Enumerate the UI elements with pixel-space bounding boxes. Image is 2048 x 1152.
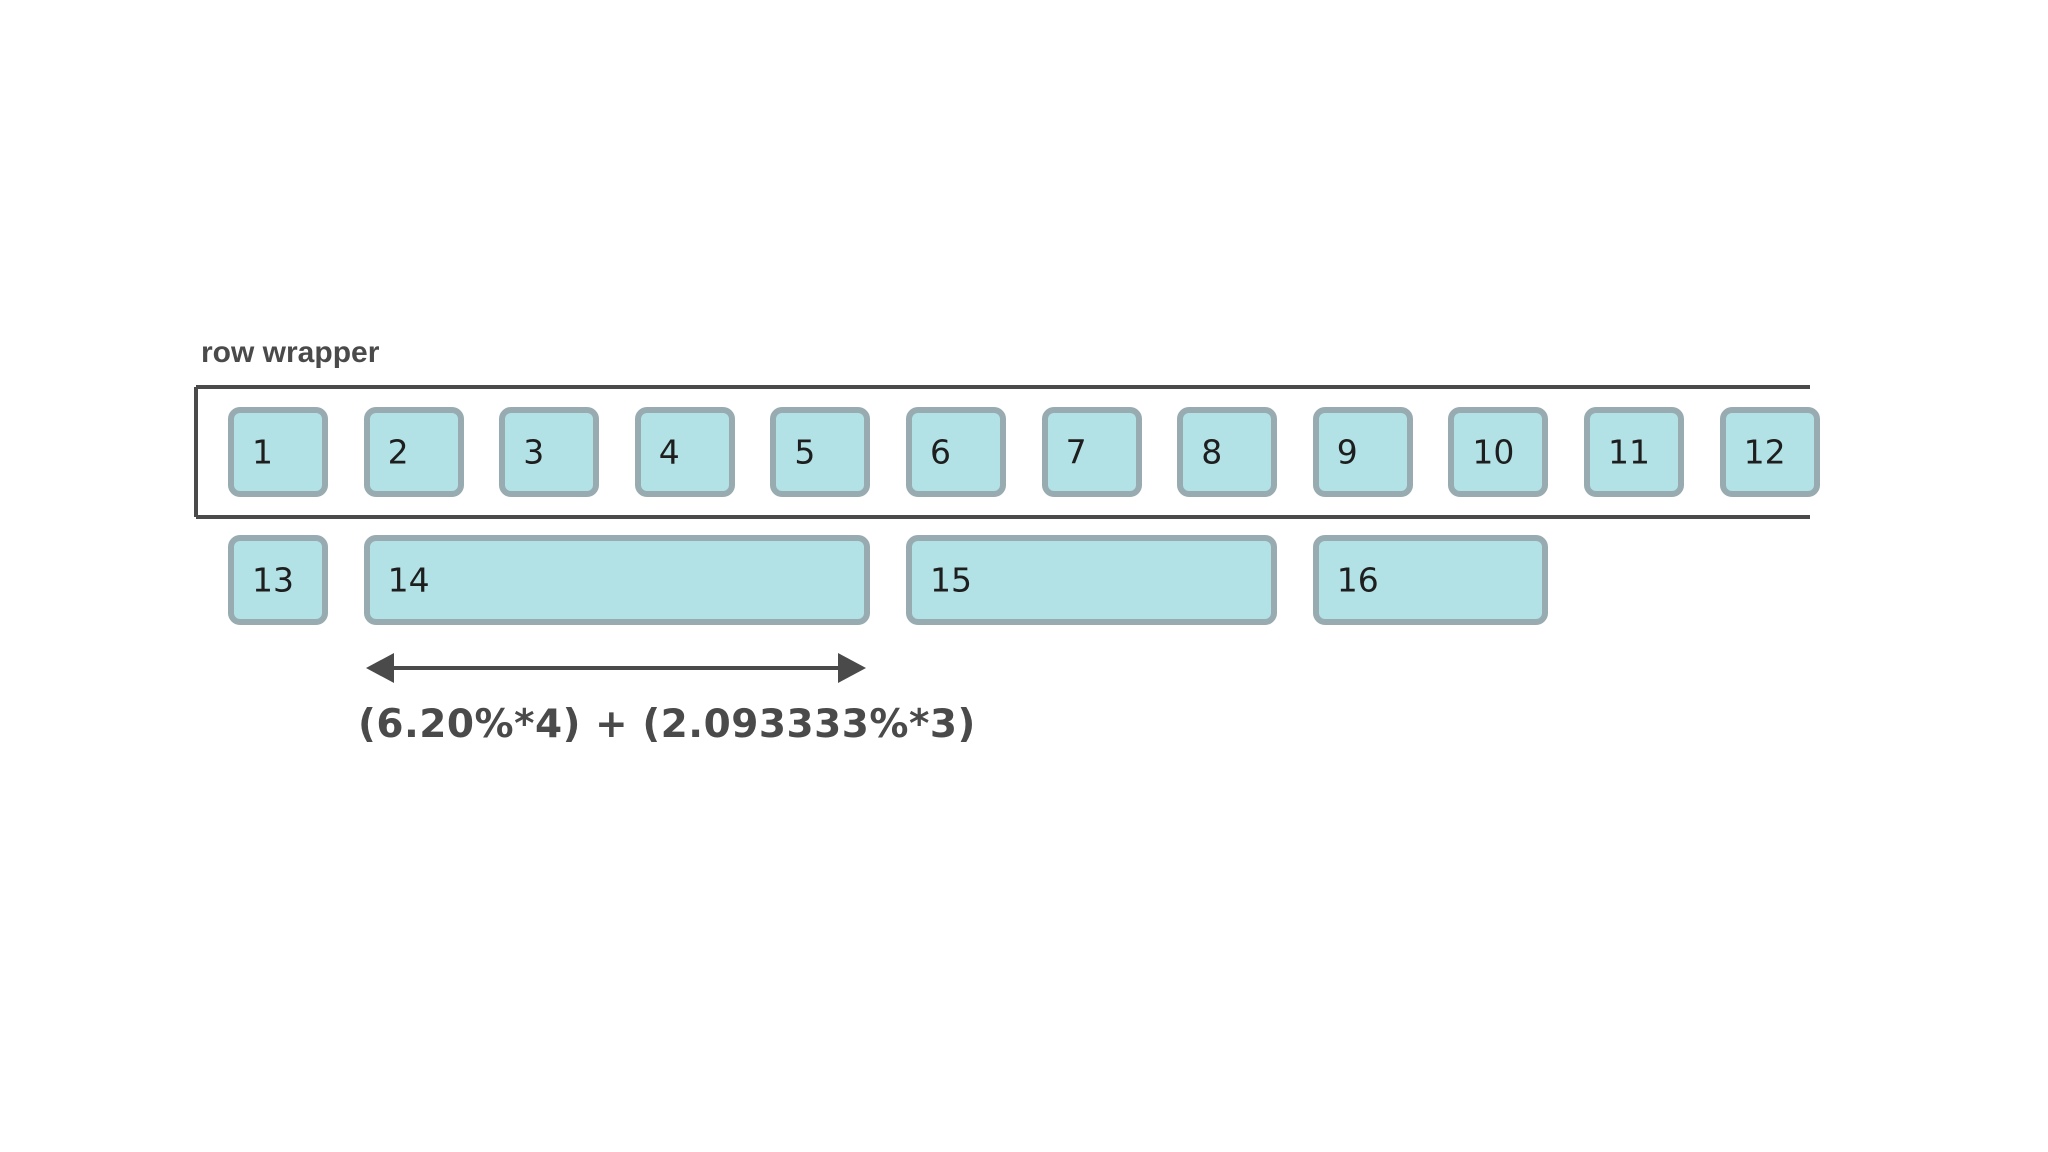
grid-cell-6: 6 bbox=[906, 407, 1006, 497]
grid-cell-label: 5 bbox=[794, 432, 816, 472]
grid-cell-label: 8 bbox=[1201, 432, 1223, 472]
grid-cell-label: 16 bbox=[1336, 560, 1379, 600]
grid-cell-2: 2 bbox=[363, 407, 464, 497]
grid-cell-4: 4 bbox=[634, 407, 735, 497]
grid-cell-label: 7 bbox=[1065, 432, 1087, 472]
arrow-right-head bbox=[838, 653, 866, 683]
grid-cell-7: 7 bbox=[1041, 407, 1142, 497]
span-arrow bbox=[366, 653, 866, 683]
row-wrapper-frame bbox=[194, 385, 1810, 519]
grid-cell-15: 15 bbox=[906, 535, 1278, 625]
grid-cell-label: 4 bbox=[658, 432, 680, 472]
grid-cell-1: 1 bbox=[228, 407, 328, 497]
grid-cell-8: 8 bbox=[1177, 407, 1278, 497]
grid-cell-label: 9 bbox=[1336, 432, 1358, 472]
arrow-left-head bbox=[366, 653, 394, 683]
grid-cell-5: 5 bbox=[770, 407, 871, 497]
grid-cell-label: 14 bbox=[387, 560, 430, 600]
grid-cell-3: 3 bbox=[499, 407, 600, 497]
grid-cell-label: 1 bbox=[252, 432, 273, 472]
grid-cell-16: 16 bbox=[1312, 535, 1549, 625]
grid-cell-label: 11 bbox=[1608, 432, 1650, 472]
grid-cell-label: 6 bbox=[930, 432, 951, 472]
grid-cell-9: 9 bbox=[1312, 407, 1413, 497]
grid-cell-label: 13 bbox=[252, 560, 294, 600]
grid-cell-label: 12 bbox=[1743, 432, 1786, 472]
grid-cell-11: 11 bbox=[1584, 407, 1684, 497]
row-wrapper-label: row wrapper bbox=[201, 336, 380, 369]
grid-cell-13: 13 bbox=[228, 535, 328, 625]
grid-cell-label: 15 bbox=[930, 560, 972, 600]
grid-cell-12: 12 bbox=[1719, 407, 1820, 497]
span-formula: (6.20%*4) + (2.093333%*3) bbox=[358, 702, 976, 747]
grid-cell-label: 10 bbox=[1472, 432, 1515, 472]
grid-cell-label: 3 bbox=[523, 432, 545, 472]
grid-cell-label: 2 bbox=[387, 432, 409, 472]
grid-cell-10: 10 bbox=[1448, 407, 1549, 497]
grid-cell-14: 14 bbox=[363, 535, 871, 625]
